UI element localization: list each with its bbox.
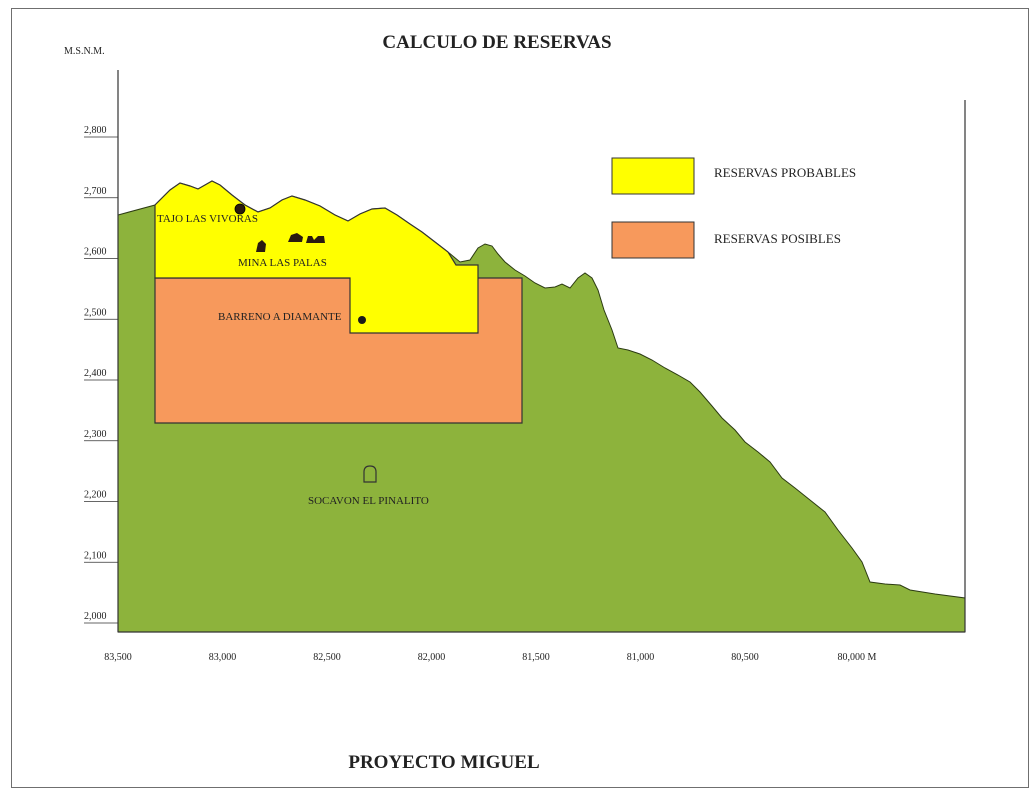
reservas-probables-block [154,180,479,334]
legend-probables-swatch [611,157,695,195]
mina-las-palas-marker [256,233,325,252]
y-tick-label: 2,100 [84,550,107,561]
x-tick-label: 80,000 M [838,652,877,663]
diagram-title: CALCULO DE RESERVAS [382,32,612,53]
tajo-las-vivoras-marker [234,203,246,215]
y-tick-label: 2,300 [84,429,107,440]
y-tick-label: 2,400 [84,368,107,379]
mina-las-palas-label: MINA LAS PALAS [238,257,327,269]
x-tick-label: 83,000 [209,652,237,663]
y-axis-unit-label: M.S.N.M. [64,46,105,57]
y-tick-label: 2,000 [84,611,107,622]
y-tick-label: 2,700 [84,186,107,197]
socavon-el-pinalito-label: SOCAVON EL PINALITO [308,495,429,507]
x-tick-label: 82,500 [313,652,341,663]
legend-posibles-label: RESERVAS POSIBLES [714,231,841,246]
x-tick-label: 82,000 [418,652,446,663]
y-tick-label: 2,200 [84,490,107,501]
legend-probables-label: RESERVAS PROBABLES [714,165,856,180]
legend-posibles-swatch [611,221,695,259]
x-tick-label: 81,000 [627,652,655,663]
y-tick-label: 2,800 [84,125,107,136]
y-tick-label: 2,500 [84,307,107,318]
y-tick-label: 2,600 [84,247,107,258]
x-tick-label: 83,500 [104,652,132,663]
y-axis-ticks: 2,000 2,100 2,200 2,300 2,400 2,500 2,600 2,700… [84,125,118,624]
barreno-a-diamante-marker [358,316,366,324]
x-axis-ticks: 83,500 83,000 82,500 82,000 81,500 81,000 80,5… [104,652,876,663]
barreno-a-diamante-label: BARRENO A DIAMANTE [218,311,342,323]
project-title: PROYECTO MIGUEL [348,752,540,773]
tajo-las-vivoras-label: TAJO LAS VIVORAS [157,213,258,225]
x-tick-label: 81,500 [522,652,550,663]
socavon-el-pinalito-marker [363,465,377,483]
x-tick-label: 80,500 [731,652,759,663]
